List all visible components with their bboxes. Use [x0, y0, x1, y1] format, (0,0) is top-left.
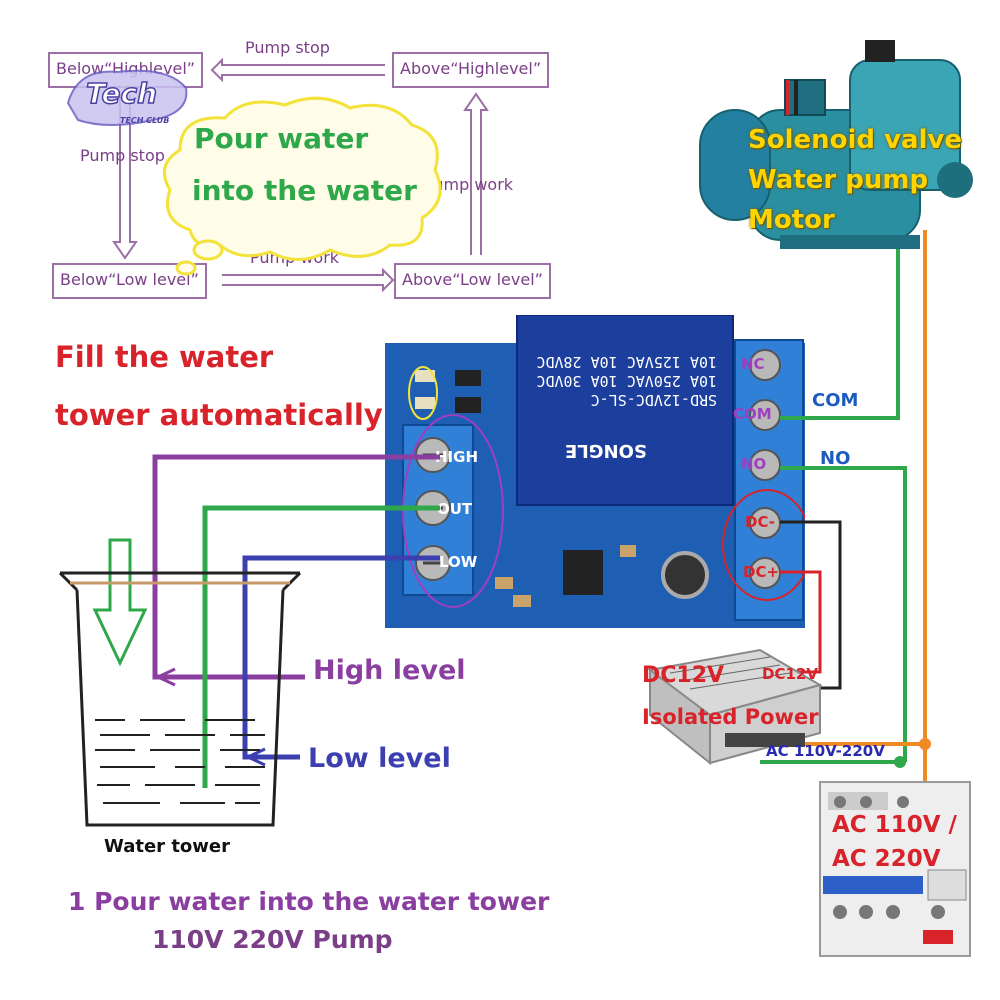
wire-high-arrow [154, 667, 176, 687]
psu-line-1: DC12V [642, 663, 725, 688]
terminal-out: OUT [437, 500, 473, 518]
psu-dc-label: DC12V [762, 665, 818, 683]
logo-subtitle: TECH CLUB [120, 116, 170, 125]
pump-line-3: Motor [748, 205, 835, 235]
breaker-line-1: AC 110V / [832, 812, 957, 838]
cloud-line-1: Pour water [194, 122, 369, 155]
wire-low-arrow [244, 747, 266, 767]
wire-no [780, 466, 907, 762]
water-tank [58, 538, 302, 827]
terminal-dc-plus: DC+ [743, 563, 780, 581]
power-supply: DC12V Isolated Power [640, 645, 825, 770]
circuit-breaker: AC 110V / AC 220V [818, 780, 973, 958]
breaker-graphic [819, 781, 971, 957]
caption-line-2: 110V 220V Pump [152, 925, 393, 954]
flowchart-arrows [112, 57, 489, 293]
caption-line-1: 1 Pour water into the water tower [68, 887, 550, 916]
svg-text:Tech: Tech [86, 77, 157, 110]
arrow-pump-work-right [463, 92, 489, 255]
terminal-low: LOW [439, 553, 478, 571]
thought-cloud [162, 96, 442, 276]
relay-board: SRD-12VDC-SL-C 10A 250VAC 10A 30VDC 10A … [385, 314, 812, 630]
water-pump: Solenoid valve Water pump Motor [690, 40, 975, 255]
state-above-high: Above“Highlevel” [392, 52, 550, 88]
terminal-com: COM [733, 405, 772, 423]
label-water-tower: Water tower [104, 836, 230, 857]
label-no: NO [820, 448, 851, 469]
wire-out [202, 505, 440, 788]
headline-line-1: Fill the water [55, 340, 274, 374]
breaker-line-2: AC 220V [832, 846, 941, 872]
pump-line-1: Solenoid valve [748, 125, 963, 155]
water-surface [95, 719, 265, 804]
label-pump-stop-left: Pump stop [80, 146, 165, 165]
inflow-arrow [92, 538, 148, 667]
tech-club-logo: Tech TECH CLUB [58, 58, 198, 138]
label-low-level: Low level [308, 743, 451, 774]
terminal-high: HIGH [435, 448, 479, 466]
label-pump-work-right: Pump work [424, 175, 514, 194]
terminal-nc: NC [741, 355, 765, 373]
wire-high [152, 454, 440, 680]
terminal-no: NO [741, 455, 767, 473]
psu-graphic [647, 648, 823, 766]
arrow-pump-stop-left [112, 95, 138, 260]
psu-line-2: Isolated Power [642, 705, 819, 729]
arrow-pump-stop-top [210, 57, 385, 83]
label-com: COM [812, 390, 859, 411]
label-pump-stop-top: Pump stop [245, 38, 330, 57]
wire-low [242, 555, 440, 760]
board-graphic [385, 314, 812, 628]
pump-line-2: Water pump [748, 165, 929, 195]
arrow-pump-work-bottom [222, 267, 395, 293]
headline-line-2: tower automatically [55, 398, 383, 432]
psu-ac-label: AC 110V-220V [766, 742, 885, 760]
label-high-level: High level [313, 655, 466, 686]
junction-green [894, 756, 906, 768]
state-above-low: Above“Low level” [394, 263, 551, 299]
wire-com [780, 240, 900, 420]
cloud-line-2: into the water [192, 174, 417, 207]
pump-graphic [699, 40, 973, 249]
terminal-dc-minus: DC- [745, 513, 776, 531]
